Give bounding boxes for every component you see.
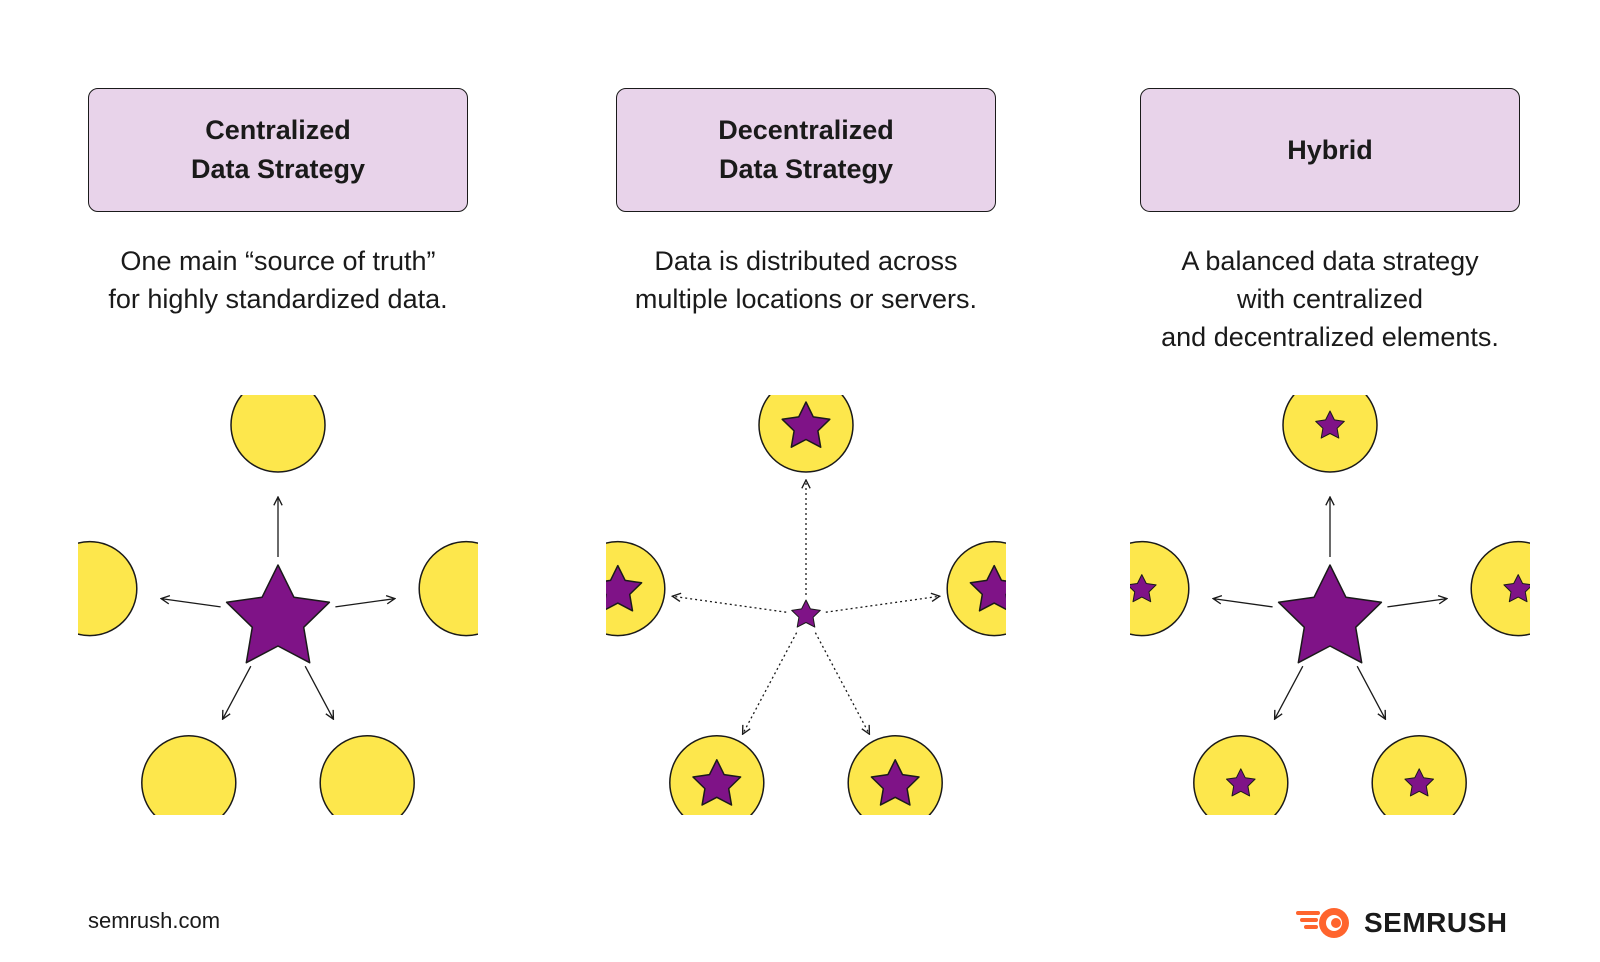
semrush-fireball-icon xyxy=(1296,908,1349,938)
node-star-bottom-left xyxy=(692,759,742,806)
footer-url: semrush.com xyxy=(88,908,221,933)
diagram-centralized xyxy=(78,395,478,815)
brand-name: SEMRUSH xyxy=(1364,907,1508,938)
arrow-bottom-left xyxy=(743,632,798,735)
arrow-bottom-left xyxy=(223,665,252,719)
arrow-left xyxy=(672,596,787,613)
title-box-hybrid: Hybrid xyxy=(1140,88,1520,212)
arrow-right xyxy=(1387,599,1447,608)
node-right xyxy=(1470,540,1530,637)
description-decentralized: Data is distributed across multiple loca… xyxy=(634,246,978,314)
arrow-left xyxy=(1213,599,1273,608)
hub-star xyxy=(1277,564,1383,664)
arrow-bottom-left xyxy=(1275,665,1304,719)
node-bottom-left xyxy=(141,735,237,815)
description-hybrid: A balanced data strategy with centralize… xyxy=(1161,246,1499,352)
title-box-decentralized: Decentralized Data Strategy xyxy=(616,88,996,212)
node-star-bottom-right xyxy=(870,759,920,806)
arrow-right xyxy=(825,596,940,613)
hub-star xyxy=(225,564,331,664)
title-box-centralized: Centralized Data Strategy xyxy=(88,88,468,212)
node-star-bottom-left xyxy=(1226,768,1256,797)
title-decentralized: Decentralized Data Strategy xyxy=(718,115,894,184)
node-star-top xyxy=(781,401,831,448)
arrow-bottom-right xyxy=(1356,665,1385,719)
node-left xyxy=(1130,540,1190,637)
description-centralized: One main “source of truth” for highly st… xyxy=(108,246,448,314)
node-right xyxy=(418,540,478,637)
node-star-right xyxy=(1503,574,1530,603)
title-hybrid: Hybrid xyxy=(1287,134,1373,165)
node-bottom-right xyxy=(319,735,415,815)
node-left xyxy=(78,540,138,637)
arrow-bottom-right xyxy=(814,632,869,735)
diagram-decentralized xyxy=(606,395,1006,815)
hub-star xyxy=(791,599,821,628)
node-star-left xyxy=(1130,574,1157,603)
node-star-bottom-right xyxy=(1404,768,1434,797)
title-centralized: Centralized Data Strategy xyxy=(190,115,366,184)
node-star-right xyxy=(969,564,1006,612)
node-star-left xyxy=(606,564,643,612)
arrow-right xyxy=(335,599,395,608)
node-top xyxy=(230,395,326,473)
diagram-hybrid xyxy=(1130,395,1530,815)
brand-logo: SEMRUSH xyxy=(1296,905,1508,941)
arrow-left xyxy=(161,599,221,608)
node-star-top xyxy=(1315,410,1345,439)
arrow-bottom-right xyxy=(304,665,333,719)
